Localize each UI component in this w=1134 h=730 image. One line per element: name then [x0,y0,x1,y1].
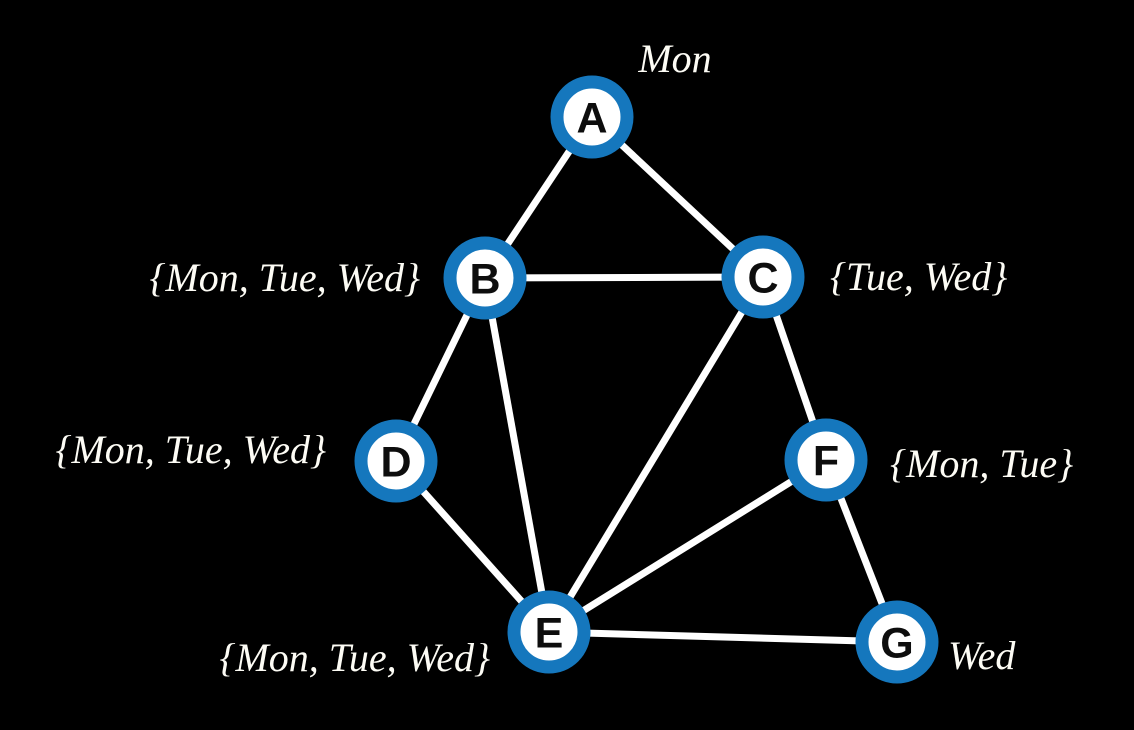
node-letter-F: F [813,437,839,485]
domain-label-B: {Mon, Tue, Wed} [149,255,420,300]
node-E: E [507,590,591,674]
node-letter-A: A [576,94,607,142]
edge-B-C [484,273,764,282]
domain-label-A: Mon [637,36,711,81]
domain-label-E: {Mon, Tue, Wed} [219,635,490,680]
node-circle-A [550,75,634,159]
domain-label-F: {Mon, Tue} [890,441,1073,486]
domain-label-G: Wed [948,633,1016,678]
node-G: G [855,600,939,684]
node-circle-E [507,590,591,674]
nodes-layer: A B C D E F G [354,75,939,684]
node-circle-F [784,418,868,502]
node-letter-C: C [747,254,778,302]
node-letter-D: D [380,438,411,486]
node-circle-G [855,600,939,684]
node-A: A [550,75,634,159]
node-F: F [784,418,868,502]
edge-B-E [481,277,553,633]
domain-labels-layer: Mon {Mon, Tue, Wed} {Tue, Wed} {Mon, Tue, W… [55,36,1073,680]
edges-layer [392,114,901,646]
node-C: C [721,235,805,319]
node-circle-B [443,236,527,320]
edge-E-G [548,628,898,646]
node-circle-C [721,235,805,319]
node-letter-G: G [880,619,913,667]
node-circle-D [354,419,438,503]
node-letter-E: E [535,609,564,657]
edge-E-F [547,457,828,635]
node-B: B [443,236,527,320]
node-letter-B: B [469,255,500,303]
domain-label-D: {Mon, Tue, Wed} [55,427,326,472]
edge-C-E [546,275,766,634]
domain-label-C: {Tue, Wed} [830,254,1007,299]
node-D: D [354,419,438,503]
